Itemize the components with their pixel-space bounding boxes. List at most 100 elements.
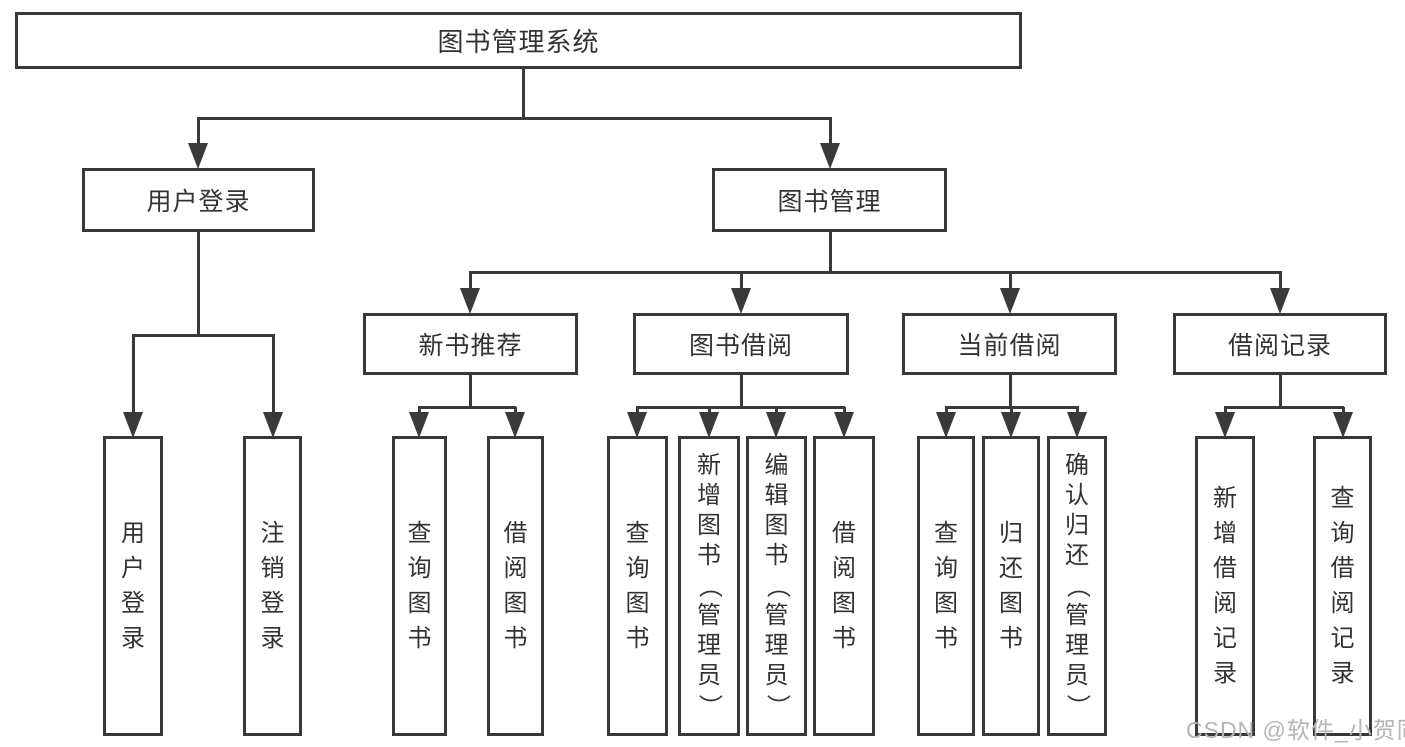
arrowhead-down-icon: [936, 412, 956, 438]
connector-line-vertical: [739, 272, 743, 291]
leaf-label-char: 书: [503, 625, 528, 652]
connector-line-vertical: [468, 375, 472, 409]
leaf-label-char: 辑: [764, 482, 789, 509]
connector-line-vertical: [131, 335, 135, 414]
node-library-management-system: 图书管理系统: [15, 12, 1022, 69]
connector-line-horizontal: [196, 116, 832, 120]
leaf-label-char: 录: [1213, 660, 1237, 687]
leaf-label-char: 员: [764, 662, 789, 689]
leaf-label-char: 员: [697, 662, 721, 689]
leaf-label-char: 注: [260, 520, 285, 547]
leaf-label-char: （: [696, 574, 723, 598]
arrowhead-down-icon: [1333, 412, 1353, 438]
leaf-label-char: 借: [503, 520, 528, 547]
leaf-label-char: 阅: [1213, 590, 1237, 617]
leaf-label-char: 登: [121, 590, 145, 617]
leaf-label-char: 管: [764, 602, 789, 629]
leaf-label-char: 记: [1330, 625, 1355, 652]
leaf-records-query-borrow-record: 查询借阅记录: [1313, 436, 1372, 736]
leaf-label-char: 理: [1065, 632, 1089, 659]
leaf-label: 注销登录: [246, 439, 299, 733]
arrowhead-down-icon: [1270, 288, 1290, 314]
leaf-recommend-borrow-books: 借阅图书: [487, 436, 544, 736]
leaf-label: 新增图书（管理员）: [681, 439, 737, 733]
connector-line-vertical: [1278, 375, 1282, 409]
leaf-label-char: 阅: [1330, 590, 1355, 617]
leaf-label-char: 录: [1330, 660, 1355, 687]
leaf-label-char: 书: [697, 542, 721, 569]
leaf-label-char: 书: [934, 625, 958, 652]
connector-line-horizontal: [418, 405, 516, 409]
connector-line-vertical: [521, 69, 525, 119]
leaf-recommend-query-books: 查询图书: [392, 436, 447, 736]
leaf-label-char: 员: [1065, 662, 1089, 689]
leaf-label-char: 图: [407, 590, 432, 617]
leaf-label-char: 销: [260, 555, 285, 582]
leaf-label-char: 管: [697, 602, 721, 629]
leaf-label-char: 理: [764, 632, 789, 659]
leaf-label-char: 书: [625, 625, 650, 652]
leaf-borrow-borrow-books: 借阅图书: [813, 436, 875, 736]
connector-line-vertical: [271, 335, 275, 414]
arrowhead-down-icon: [834, 412, 854, 438]
connector-line-vertical: [1075, 407, 1079, 414]
leaf-label: 用户登录: [106, 439, 160, 733]
connector-line-horizontal: [1223, 405, 1344, 409]
node-label: 借阅记录: [1227, 332, 1332, 360]
leaf-label-char: 图: [832, 590, 856, 617]
leaf-label-char: 借: [1213, 555, 1237, 582]
connector-line-vertical: [1223, 407, 1227, 414]
connector-line-vertical: [739, 375, 743, 409]
leaf-label-char: 阅: [503, 555, 528, 582]
leaf-label-char: 户: [121, 555, 145, 582]
leaf-label-char: 录: [121, 625, 145, 652]
leaf-label: 编辑图书（管理员）: [749, 439, 804, 733]
connector-line-vertical: [1008, 375, 1012, 409]
leaf-label-char: 确: [1065, 452, 1089, 479]
leaf-label-char: 书: [407, 625, 432, 652]
arrowhead-down-icon: [766, 412, 786, 438]
node-label: 图书管理系统: [437, 27, 600, 57]
leaf-label: 归还图书: [985, 439, 1037, 733]
connector-line-vertical: [828, 118, 832, 146]
leaf-label-char: 询: [934, 555, 958, 582]
arrowhead-down-icon: [627, 412, 647, 438]
arrowhead-down-icon: [505, 412, 525, 438]
leaf-label-char: 管: [1065, 602, 1089, 629]
arrowhead-down-icon: [188, 143, 208, 169]
connector-line-horizontal: [468, 270, 1282, 274]
leaf-label-char: 图: [764, 512, 789, 539]
arrowhead-down-icon: [460, 288, 480, 314]
leaf-label-char: 认: [1065, 482, 1089, 509]
connector-line-vertical: [944, 407, 948, 414]
leaf-label-char: 图: [999, 590, 1023, 617]
leaf-label-char: 查: [407, 520, 432, 547]
leaf-label-char: 借: [1330, 555, 1355, 582]
node-new-book-recommend: 新书推荐: [363, 313, 578, 375]
connector-line-vertical: [707, 407, 711, 414]
leaf-current-confirm-return-admin: 确认归还（管理员）: [1047, 436, 1107, 736]
arrowhead-down-icon: [1000, 288, 1020, 314]
leaf-label-char: 增: [1213, 520, 1237, 547]
arrowhead-down-icon: [409, 412, 429, 438]
arrowhead-down-icon: [1215, 412, 1235, 438]
leaf-label-char: 书: [999, 625, 1023, 652]
leaf-label-char: 查: [625, 520, 650, 547]
node-current-borrow: 当前借阅: [902, 313, 1117, 375]
leaf-label-char: 询: [1330, 520, 1355, 547]
node-user-login: 用户登录: [82, 168, 315, 232]
leaf-label-char: 还: [1065, 542, 1089, 569]
leaf-label-char: 记: [1213, 625, 1237, 652]
connector-line-vertical: [828, 232, 832, 274]
leaf-label: 查询图书: [920, 439, 972, 733]
leaf-label: 新增借阅记录: [1198, 439, 1252, 733]
leaf-label-char: 编: [764, 452, 789, 479]
leaf-label-char: 理: [697, 632, 721, 659]
arrowhead-down-icon: [699, 412, 719, 438]
leaf-label-char: 用: [121, 520, 145, 547]
leaf-label: 确认归还（管理员）: [1050, 439, 1104, 733]
leaf-label-char: （: [763, 574, 791, 598]
leaf-label-char: ）: [763, 694, 791, 718]
leaf-borrow-add-books-admin: 新增图书（管理员）: [678, 436, 740, 736]
